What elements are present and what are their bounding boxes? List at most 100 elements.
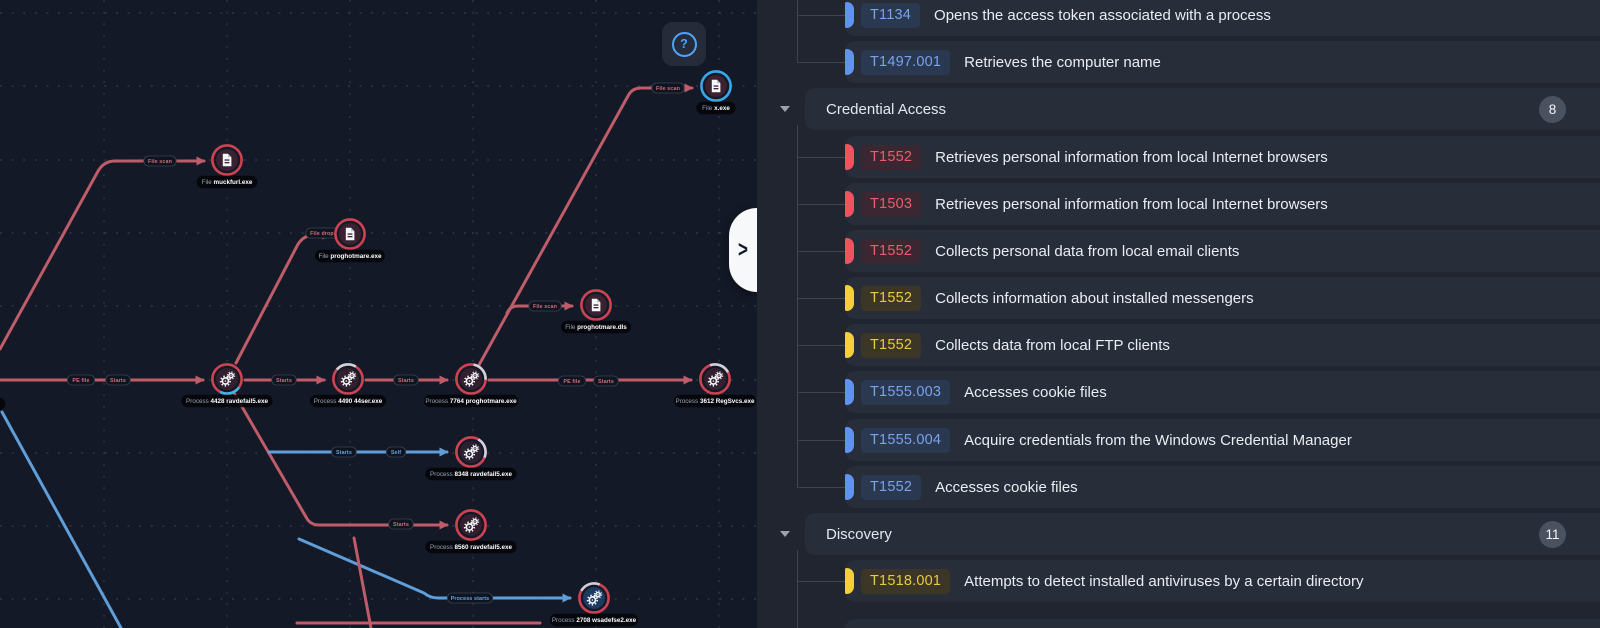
edge-label: File scan	[528, 300, 562, 312]
graph-node-process-2708[interactable]	[574, 578, 614, 618]
node-label-process-8348: Process 8348 ravdefail5.exe	[425, 467, 517, 481]
panel-expand-handle[interactable]: >	[729, 208, 757, 292]
tree-line	[797, 550, 798, 628]
svg-text:Process 2708 wsadefse2.exe: Process 2708 wsadefse2.exe	[552, 617, 637, 624]
graph-node-process-3612[interactable]	[696, 360, 733, 397]
gears-icon	[707, 371, 724, 387]
severity-pill-yellow	[845, 285, 854, 311]
node-label-file-proghotmare-dls: File proghotmare.dls	[561, 320, 631, 334]
gears-icon	[463, 371, 480, 387]
severity-pill-red	[845, 144, 854, 170]
technique-description: Opens the access token associated with a…	[934, 6, 1271, 24]
edge-label: Starts	[393, 374, 419, 386]
tree-branch	[797, 345, 845, 346]
svg-text:Process 8348 ravdefail5.exe: Process 8348 ravdefail5.exe	[430, 471, 512, 478]
graph-node-file-proghotmare-exe[interactable]	[334, 218, 366, 250]
svg-text:Process 3612 RegSvcs.exe: Process 3612 RegSvcs.exe	[675, 398, 755, 405]
svg-text:Self: Self	[391, 450, 401, 456]
edge-label: Starts	[388, 518, 414, 530]
graph-node-process-7764[interactable]	[454, 362, 488, 396]
edge-label: Self	[385, 446, 407, 458]
node-label-file-muckfurl: File muckfurl.exe	[196, 175, 258, 189]
graph-node-process-8560[interactable]	[455, 509, 487, 541]
technique-description: Collects information about installed mes…	[935, 289, 1254, 307]
graph-node-process-4490[interactable]	[327, 358, 368, 399]
technique-id-badge: T1134	[861, 2, 921, 28]
technique-description: Acquire credentials from the Windows Cre…	[964, 431, 1352, 449]
gears-icon	[463, 444, 480, 460]
node-label-process-3612: Process 3612 RegSvcs.exe	[673, 394, 757, 408]
gears-icon	[340, 371, 357, 387]
tree-branch	[797, 298, 845, 299]
tree-branch	[797, 581, 845, 582]
technique-id-badge: T1497.001	[861, 49, 951, 75]
chevron-right-icon: >	[738, 236, 748, 263]
graph-edge	[0, 156, 206, 351]
node-label-process-7764: Process 7764 proghotmare.exe	[423, 394, 519, 408]
svg-text:Process 7764 proghotmare.exe: Process 7764 proghotmare.exe	[425, 398, 517, 405]
severity-pill-blue	[845, 49, 854, 75]
help-button[interactable]: ?	[662, 22, 706, 66]
svg-text:Starts: Starts	[336, 450, 352, 456]
svg-text:Starts: Starts	[398, 378, 414, 384]
graph-edge	[0, 410, 123, 628]
svg-text:File scan: File scan	[656, 86, 680, 92]
edge-label: File scan	[651, 82, 685, 94]
tree-branch	[797, 487, 845, 488]
help-icon: ?	[671, 31, 697, 57]
file-icon	[711, 79, 721, 93]
section-count-badge: 8	[1539, 95, 1566, 123]
collapse-triangle-icon[interactable]	[780, 531, 790, 537]
severity-pill-blue	[845, 427, 854, 453]
edge-label: File scan	[143, 155, 177, 167]
collapse-triangle-icon[interactable]	[780, 106, 790, 112]
graph-node-file-proghotmare-dls[interactable]	[580, 289, 612, 321]
svg-text:PE file: PE file	[563, 379, 580, 385]
technique-id-badge: T1552	[861, 474, 922, 500]
node-label-clipped: File l5.exe	[0, 397, 6, 411]
mitre-techniques-panel: T1134 Opens the access token associated w…	[757, 0, 1600, 628]
graph-node-process-4428[interactable]	[207, 359, 248, 400]
section-label: Discovery	[826, 525, 892, 543]
graph-node-file-x-exe[interactable]	[700, 70, 732, 102]
graph-node-file-muckfurl[interactable]	[211, 144, 243, 176]
node-label-file-x-exe: File x.exe	[696, 101, 736, 115]
technique-id-badge: T1518.001	[861, 568, 951, 594]
severity-pill-blue	[845, 379, 854, 405]
node-label-file-proghotmare-exe: File proghotmare.exe	[315, 249, 385, 263]
tree-branch	[797, 251, 845, 252]
technique-description: Accesses cookie files	[964, 383, 1107, 401]
graph-edge	[297, 537, 572, 603]
edge-label: Starts	[271, 374, 297, 386]
technique-description: Collects personal data from local email …	[935, 242, 1240, 260]
technique-id-badge: T1552	[861, 332, 922, 358]
technique-row-partial[interactable]	[845, 619, 1600, 628]
technique-id-badge: T1552	[861, 144, 922, 170]
gears-icon	[219, 371, 236, 387]
tree-branch	[797, 204, 845, 205]
graph-edge	[477, 83, 694, 367]
tree-line	[797, 0, 798, 63]
file-icon	[591, 298, 601, 312]
node-label-process-2708: Process 2708 wsadefse2.exe	[549, 613, 639, 627]
graph-node-process-8348[interactable]	[451, 432, 491, 472]
svg-text:File drop: File drop	[310, 231, 334, 237]
graph-edge	[352, 536, 373, 628]
technique-description: Retrieves personal information from loca…	[935, 195, 1328, 213]
edge-label: Starts	[331, 446, 357, 458]
technique-row-T1134[interactable]: T1134 Opens the access token associated w…	[845, 0, 1600, 36]
svg-text:File scan: File scan	[533, 304, 557, 310]
